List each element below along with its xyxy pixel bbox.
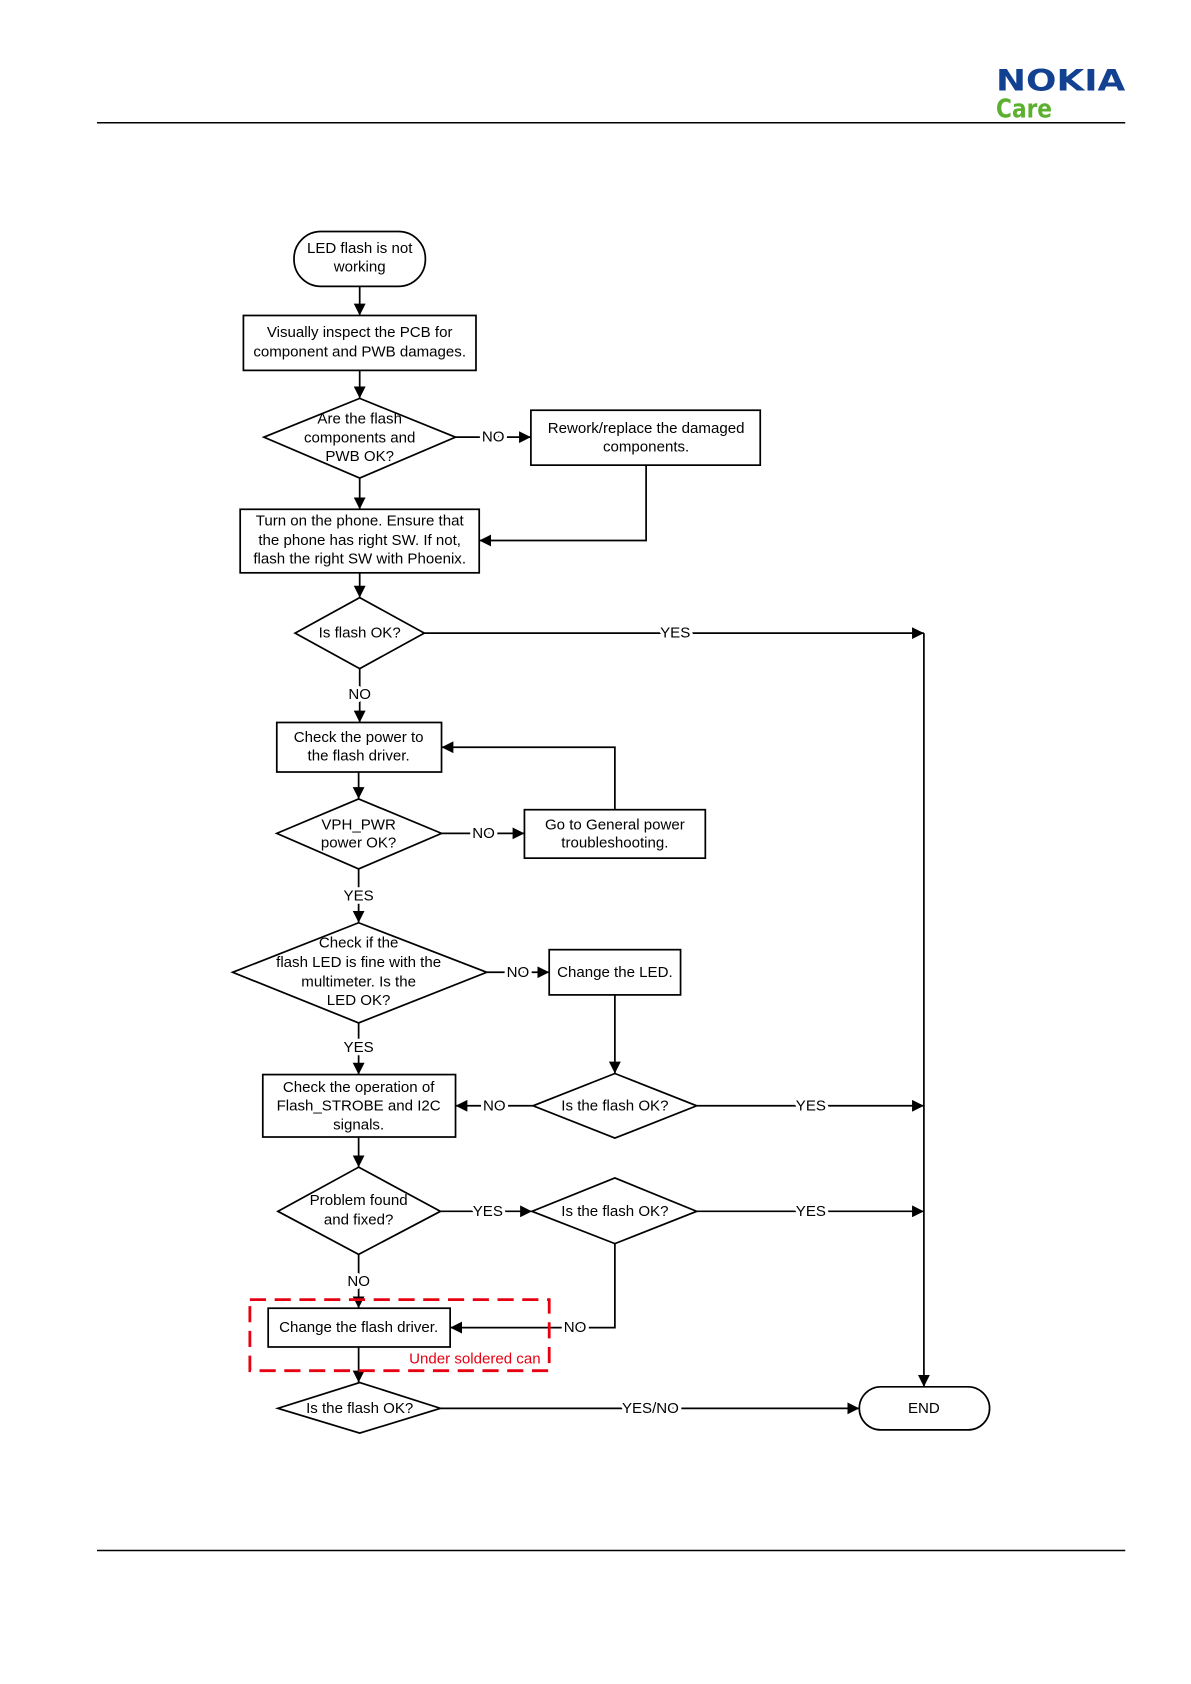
end-terminator [858,1385,991,1431]
general-power-text: troubleshooting. [561,835,668,852]
nokia-logo: NOKIA [996,63,1126,97]
change-led-box [548,948,682,996]
turn-on-node: Turn on the phone. Ensure that the phone… [239,508,481,574]
check-signals-node: Check the operation of Flash_STROBE and … [261,1073,457,1138]
change-led-text: Change the LED. [557,964,673,981]
end-node: END [858,1385,991,1431]
change-driver-box [267,1307,452,1348]
general-power-text: Go to General power [545,816,685,833]
inspect-node-text: Visually inspect the PCB for [267,324,453,341]
start-terminator [293,230,427,288]
check-signals-text: signals. [333,1117,384,1134]
check-power-box [275,721,443,773]
rework-node-text: components. [603,438,689,455]
check-signals-box [261,1073,457,1138]
edge-label-vph-no: NO [472,825,495,842]
under-soldered-can-note: Under soldered can [409,1350,540,1367]
change-driver-text: Change the flash driver. [279,1319,438,1336]
pwb-ok-text: components and [304,430,415,447]
inspect-node: Visually inspect the PCB for component a… [242,314,477,372]
flash-ok-decision-4: Is the flash OK? [274,1381,444,1435]
turn-on-node-text: the phone has right SW. If not, [258,532,461,549]
rework-node-text: Rework/replace the damaged [548,420,745,437]
check-power-text: Check the power to [294,729,424,746]
under-soldered-can-highlight [248,1298,551,1373]
edge-label-flash4-yesno: YES/NO [622,1400,679,1417]
check-power-node: Check the power to the flash driver. [275,721,443,773]
flash-ok-diamond-2 [530,1072,700,1140]
problem-fixed-diamond [276,1166,443,1256]
vph-pwr-diamond [274,797,444,870]
pwb-ok-decision: Are the flash components and PWB OK? [261,397,458,480]
pwb-ok-diamond [261,397,458,480]
flash-ok-decision-3: Is the flash OK? [529,1177,700,1245]
page-header: NOKIA Care [96,63,1126,124]
connector-rework-turnon [479,465,647,547]
edge-label-flash3-yes: YES [796,1203,826,1220]
edge-label-flash2-no: NO [483,1097,506,1114]
change-led-node: Change the LED. [548,948,682,996]
check-signals-text: Check the operation of [283,1079,435,1096]
led-ok-decision: Check if the flash LED is fine with the … [230,921,490,1024]
problem-fixed-decision: Problem found and fixed? [276,1166,443,1256]
turn-on-box [239,508,481,574]
edge-label-pwb-no: NO [482,429,505,446]
edge-label-problem-no: NO [347,1273,370,1290]
flash-ok-text-2: Is the flash OK? [561,1097,668,1114]
care-logo: Care [996,94,1052,124]
rework-node: Rework/replace the damaged components. [530,409,762,467]
flash-ok-text-4: Is the flash OK? [306,1400,413,1417]
led-ok-diamond [230,921,490,1024]
inspect-box [242,314,477,372]
flash-ok-decision-1: Is flash OK? [293,596,427,670]
check-signals-text: Flash_STROBE and I2C [277,1097,441,1114]
end-node-text: END [908,1400,940,1417]
pwb-ok-text: Are the flash [317,410,402,427]
flash-ok-decision-2: Is the flash OK? [530,1072,700,1140]
start-node-text: LED flash is not [307,240,413,257]
vph-pwr-text: power OK? [321,835,396,852]
edge-label-flash2-yes: YES [796,1097,826,1114]
led-ok-text: multimeter. Is the [301,973,416,990]
flash-ok-diamond-3 [529,1177,700,1245]
edge-label-led-yes: YES [344,1039,374,1056]
edge-label-led-no: NO [507,964,530,981]
connector-flash3-no [450,1243,616,1334]
start-node: LED flash is not working [293,230,427,288]
edge-label-flash1-no: NO [348,686,371,703]
flash-ok-diamond-4 [274,1381,444,1435]
start-node-text: working [333,259,386,276]
led-ok-text: Check if the [319,935,399,952]
led-ok-text: LED OK? [327,992,391,1009]
vph-pwr-text: VPH_PWR [321,816,396,833]
rework-box [530,409,762,467]
vph-pwr-decision: VPH_PWR power OK? [274,797,444,870]
led-ok-text: flash LED is fine with the [276,954,441,971]
turn-on-node-text: Turn on the phone. Ensure that [256,513,465,530]
edge-label-flash3-no: NO [564,1319,587,1336]
change-driver-group: Change the flash driver. Under soldered … [248,1298,551,1373]
inspect-node-text: component and PWB damages. [253,344,466,361]
check-power-text: the flash driver. [308,747,410,764]
turn-on-node-text: flash the right SW with Phoenix. [253,550,466,567]
flash-ok-text-3: Is the flash OK? [561,1203,668,1220]
connectors [352,286,930,1415]
edge-labels: NO YES NO NO YES NO YES YES NO YES YES N… [340,425,829,1420]
problem-fixed-text: Problem found [310,1192,408,1209]
pwb-ok-text: PWB OK? [325,448,394,465]
flash-ok-text-1: Is flash OK? [319,625,401,642]
edge-label-problem-yes: YES [473,1203,503,1220]
edge-label-vph-yes: YES [344,887,374,904]
flash-ok-diamond-1 [293,596,427,670]
problem-fixed-text: and fixed? [324,1211,394,1228]
general-power-node: Go to General power troubleshooting. [523,808,707,860]
general-power-box [523,808,707,860]
edge-label-flash1-yes: YES [660,625,690,642]
connector-general-power-loop [441,741,616,810]
